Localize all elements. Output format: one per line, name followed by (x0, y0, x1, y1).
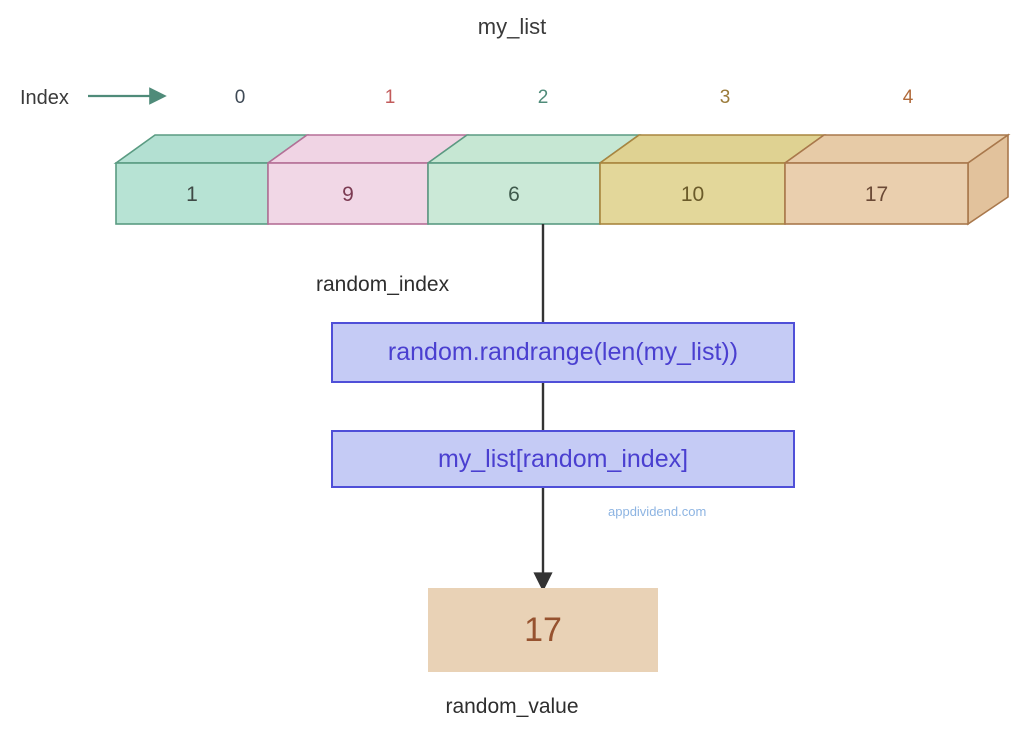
random-index-label: random_index (316, 273, 450, 296)
array-cell-front-4 (784, 162, 969, 225)
code-box-randrange: random.randrange(len(my_list)) (331, 322, 795, 383)
array-top-faces (113, 134, 1011, 164)
index-number-1: 1 (384, 87, 396, 108)
index-number-4: 4 (902, 87, 914, 108)
index-label: Index (20, 87, 69, 109)
index-number-2: 2 (537, 87, 549, 108)
array-cell-value-0: 1 (186, 183, 198, 206)
code-box-index-access: my_list[random_index] (331, 430, 795, 488)
index-number-3: 3 (719, 87, 731, 108)
watermark: appdividend.com (608, 504, 707, 519)
result-box: 17 (428, 588, 658, 672)
array-cell-value-3: 10 (680, 183, 705, 206)
array-front-faces (115, 162, 969, 225)
page-title: my_list (477, 14, 547, 39)
array-cell-value-2: 6 (508, 183, 520, 206)
array-cell-front-0 (115, 162, 269, 225)
array-cell-value-4: 17 (864, 183, 889, 206)
result-value: 17 (524, 610, 562, 649)
random-value-label: random_value (445, 695, 579, 718)
index-number-0: 0 (234, 87, 246, 108)
array-cell-value-1: 9 (342, 183, 354, 206)
array-cell-front-1 (267, 162, 429, 225)
array-cell-front-3 (599, 162, 786, 225)
